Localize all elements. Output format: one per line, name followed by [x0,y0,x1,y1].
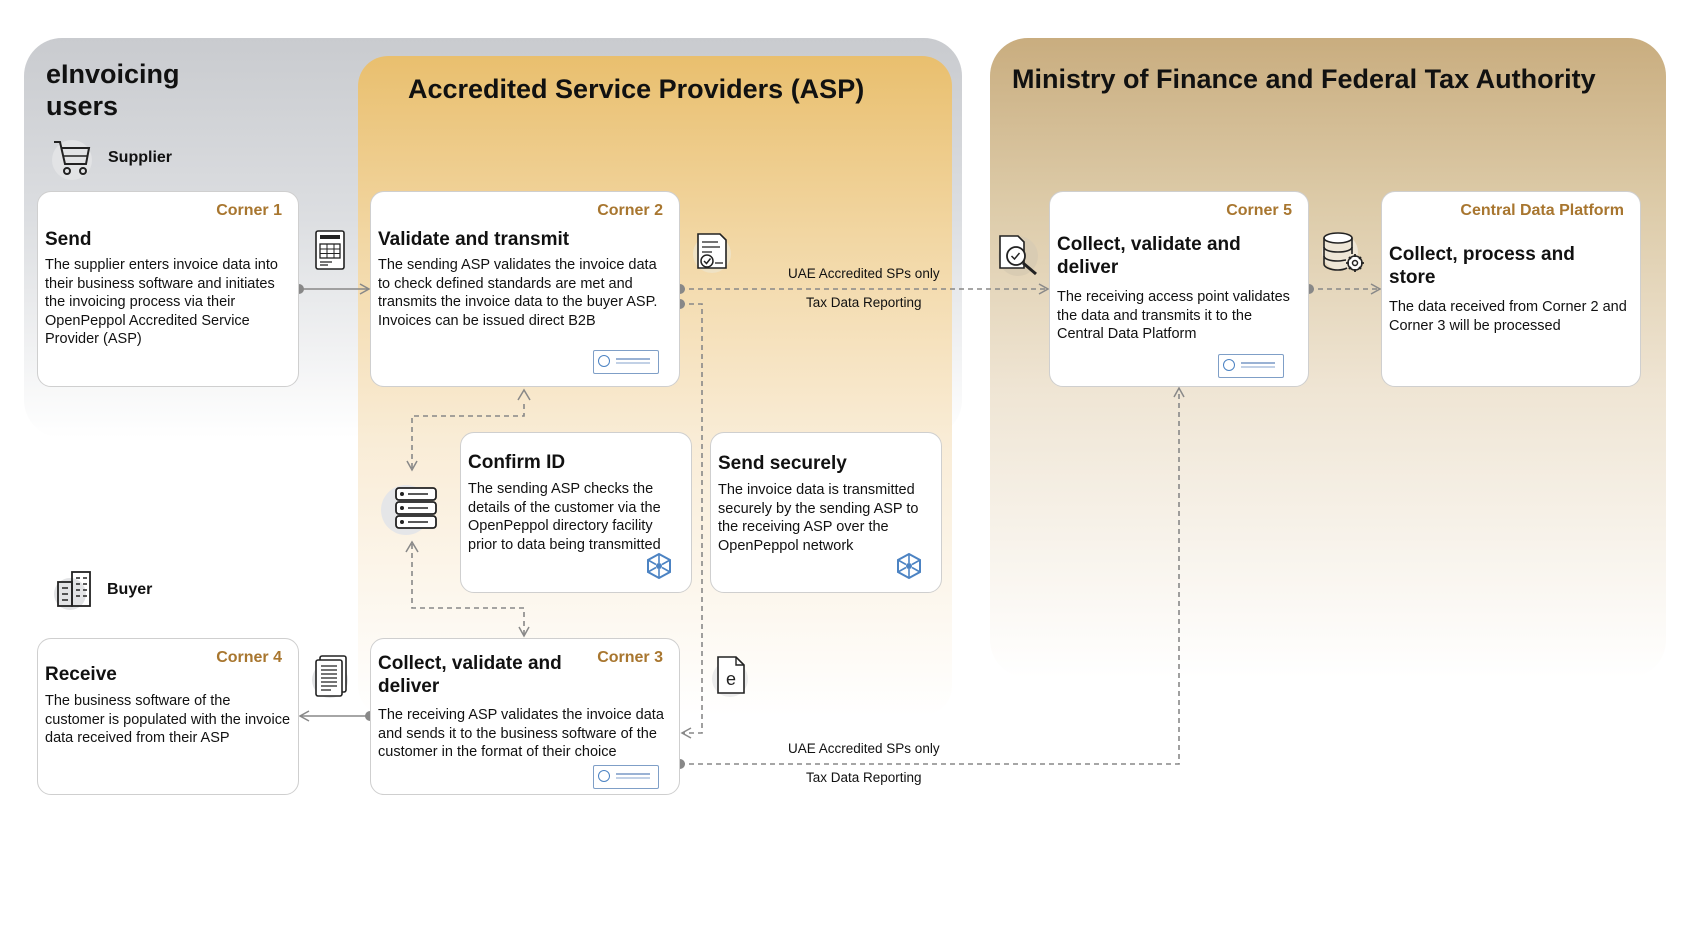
corner2-label: Corner 2 [597,202,663,219]
top-flow-lower-label: Tax Data Reporting [806,295,922,310]
office-building-icon [54,568,98,612]
corner1-description: The supplier enters invoice data into th… [45,257,278,348]
corner1-send-card: Corner 1 Send The supplier enters invoic… [37,191,299,387]
central-platform-title: Collect, process and store [1389,244,1575,288]
users-panel-title: eInvoicing users [46,59,180,121]
send-to-validate-arrow [294,283,371,295]
corner4-receive-card: Corner 4 Receive The business software o… [37,638,299,795]
magnifier-document-icon [996,232,1042,278]
bottom-flow-upper-label: UAE Accredited SPs only [788,741,940,756]
corner2-to-corner5-arrow [675,283,1050,295]
confirm-id-card: Confirm ID The sending ASP checks the de… [460,432,692,593]
central-data-platform-card: Central Data Platform Collect, process a… [1381,191,1641,387]
peppol-access-point-badge [593,765,659,789]
corner3-title: Collect, validate and deliver [378,653,562,697]
corner3-to-corner4-arrow [298,710,375,722]
confirm-id-description: The sending ASP checks the details of th… [468,481,661,553]
asp-panel-title: Accredited Service Providers (ASP) [408,74,865,104]
received-document-icon [312,654,352,700]
corner3-description: The receiving ASP validates the invoice … [378,707,664,761]
corner4-description: The business software of the customer is… [45,693,291,747]
shopping-cart-icon [50,136,94,180]
supplier-label: Supplier [108,149,173,166]
svg-text:e: e [726,669,736,689]
corner3-collect-card: Corner 3 Collect, validate and deliver T… [370,638,680,795]
corner2-validate-card: Corner 2 Validate and transmit The sendi… [370,191,680,387]
corner2-title: Validate and transmit [378,229,570,250]
ministry-panel-title: Ministry of Finance and Federal Tax Auth… [1012,64,1596,94]
corner2-description: The sending ASP validates the invoice da… [378,257,658,329]
send-securely-card: Send securely The invoice data is transm… [710,432,942,593]
validated-document-icon [692,230,732,274]
directory-list-icon [380,482,440,536]
corner1-label: Corner 1 [216,202,282,219]
corner1-title: Send [45,229,92,250]
corner4-label: Corner 4 [216,649,282,666]
directory-lookup-connector [405,388,531,638]
peppol-access-point-badge [1218,354,1284,378]
corner5-to-central-arrow [1304,283,1382,295]
corner5-title: Collect, validate and deliver [1057,234,1241,278]
database-gear-icon [1320,230,1366,276]
e-invoice-file-icon: e [712,653,750,699]
peppol-network-icon [645,552,673,580]
peppol-access-point-badge [593,350,659,374]
corner5-label: Corner 5 [1226,202,1292,219]
send-securely-description: The invoice data is transmitted securely… [718,482,919,554]
invoice-document-icon [312,228,348,272]
send-securely-title: Send securely [718,453,847,474]
peppol-network-icon [895,552,923,580]
corner5-collect-card: Corner 5 Collect, validate and deliver T… [1049,191,1309,387]
central-platform-description: The data received from Corner 2 and Corn… [1389,299,1627,334]
corner3-label: Corner 3 [597,649,663,666]
central-platform-label: Central Data Platform [1460,202,1624,219]
bottom-flow-lower-label: Tax Data Reporting [806,770,922,785]
corner4-title: Receive [45,664,117,685]
buyer-label: Buyer [107,581,153,598]
corner5-description: The receiving access point validates the… [1057,289,1290,343]
top-flow-upper-label: UAE Accredited SPs only [788,266,940,281]
confirm-id-title: Confirm ID [468,452,566,473]
